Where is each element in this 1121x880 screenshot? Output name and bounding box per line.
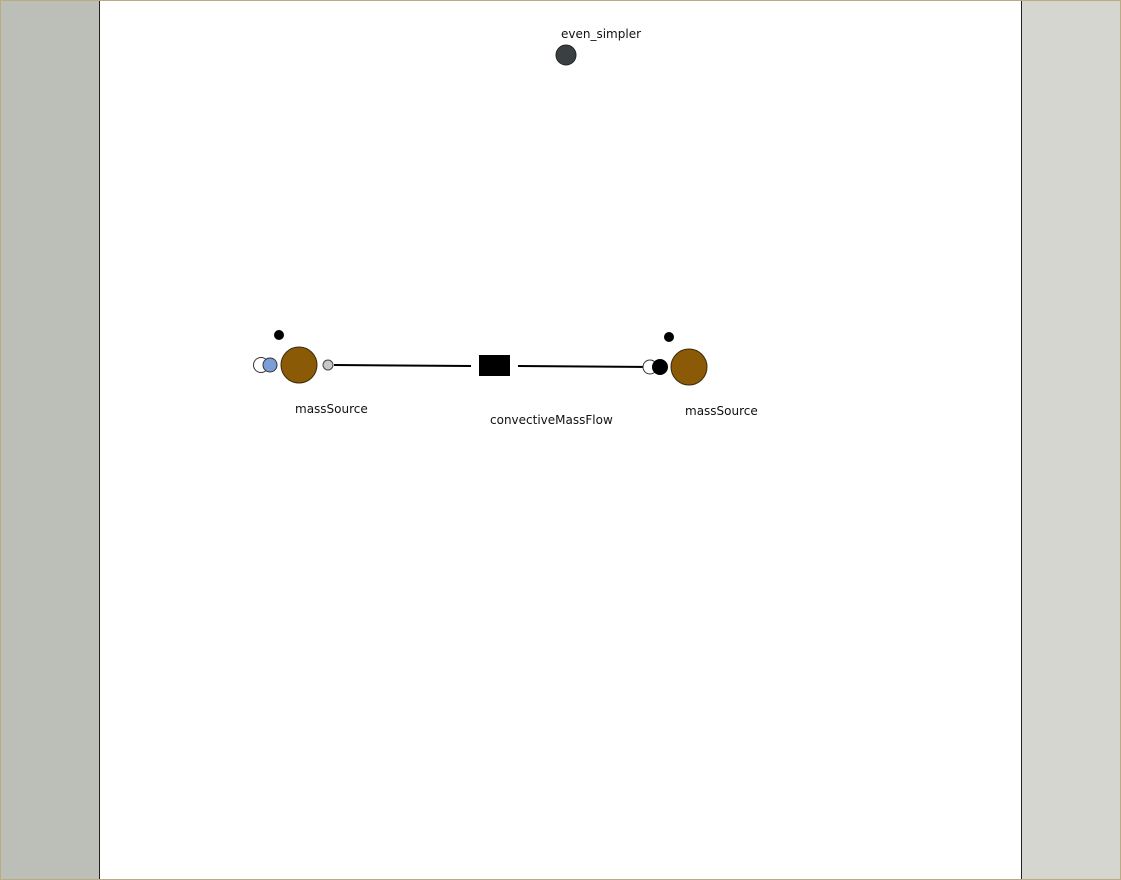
mass-source-right-top-port[interactable] (664, 332, 674, 342)
model-root-circle[interactable] (555, 44, 577, 66)
connection-line-right[interactable] (517, 365, 654, 368)
connection-line-left[interactable] (333, 364, 472, 367)
mass-source-right-body[interactable] (670, 348, 708, 386)
model-root-label: even_simpler (561, 27, 641, 41)
mass-source-left-blue-port[interactable] (262, 357, 278, 373)
mass-source-right-black-port[interactable] (652, 359, 668, 375)
model-root-node[interactable]: even_simpler (555, 27, 641, 66)
mass-source-left-top-port[interactable] (274, 330, 284, 340)
right-gutter (1021, 1, 1120, 879)
convective-mass-flow-block[interactable] (479, 355, 510, 376)
mass-source-left-node[interactable]: massSource (253, 330, 368, 416)
mass-source-left-gray-port[interactable] (322, 359, 334, 371)
mass-source-right-label: massSource (685, 404, 758, 418)
convective-mass-flow-node[interactable]: convectiveMassFlow (479, 355, 613, 427)
mass-source-left-label: massSource (295, 402, 368, 416)
left-gutter (1, 1, 99, 879)
diagram-svg: even_simpler massSource convectiveMassFl… (253, 27, 758, 427)
mass-source-left-body[interactable] (280, 346, 318, 384)
convective-mass-flow-label: convectiveMassFlow (490, 413, 613, 427)
diagram-canvas[interactable]: even_simpler massSource convectiveMassFl… (99, 1, 1022, 879)
mass-source-right-node[interactable]: massSource (642, 332, 758, 418)
